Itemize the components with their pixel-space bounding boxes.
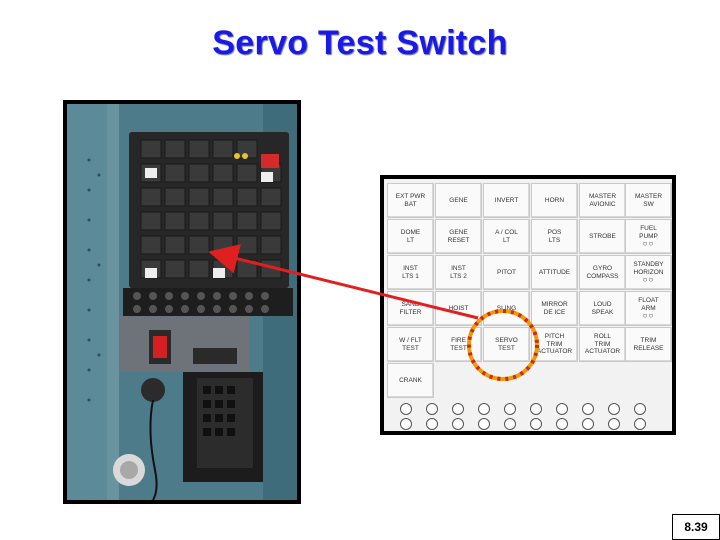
- indicator-light: [426, 418, 438, 430]
- indicator-light: [400, 403, 412, 415]
- switch-label: ATTITUDE: [538, 268, 571, 276]
- switch-a-col-lt[interactable]: A / COL LT: [483, 219, 530, 254]
- indicator-light: [634, 418, 646, 430]
- indicator-light: [504, 418, 516, 430]
- indicator-lights: ○○: [642, 275, 655, 284]
- switch-crank[interactable]: CRANK: [387, 363, 434, 398]
- switch-label: HOIST: [448, 304, 469, 312]
- switch-label: ROLL TRIM ACTUATOR: [584, 333, 621, 356]
- indicator-light: [504, 403, 516, 415]
- indicator-light: [426, 403, 438, 415]
- switch-inst-lts-1[interactable]: INST LTS 1: [387, 255, 434, 290]
- switch-panel-diagram: EXT PWR BAT GENE INVERT HORN MASTER AVIO…: [380, 175, 676, 435]
- switch-label: FIRE TEST: [450, 337, 467, 352]
- indicator-light: [478, 418, 490, 430]
- switch-label: A / COL LT: [495, 229, 518, 244]
- indicator-light: [608, 403, 620, 415]
- switch-attitude[interactable]: ATTITUDE: [531, 255, 578, 290]
- switch-label: FLOAT ARM: [638, 297, 659, 312]
- switch-label: INST LTS 1: [402, 265, 419, 280]
- indicator-light: [582, 418, 594, 430]
- indicator-light: [556, 418, 568, 430]
- switch-label: GENE RESET: [447, 229, 470, 244]
- switch-pos-lts[interactable]: POS LTS: [531, 219, 578, 254]
- switch-gene-reset[interactable]: GENE RESET: [435, 219, 482, 254]
- switch-label: MIRROR DE ICE: [541, 301, 568, 316]
- switch-strobe[interactable]: STROBE: [579, 219, 626, 254]
- switch-label: LOUD SPEAK: [591, 301, 614, 316]
- indicator-light: [530, 403, 542, 415]
- switch-fire-test[interactable]: FIRE TEST: [435, 327, 482, 362]
- indicator-lights: ○○: [642, 311, 655, 320]
- switch-label: GENE: [449, 196, 468, 204]
- switch-hoist[interactable]: HOIST: [435, 291, 482, 326]
- indicator-light: [556, 403, 568, 415]
- switch-label: STANDBY HORIZON: [633, 261, 664, 276]
- switch-master-avionic[interactable]: MASTER AVIONIC: [579, 183, 626, 218]
- switch-label: W / FLT TEST: [399, 337, 422, 352]
- switch-sling[interactable]: SLING: [483, 291, 530, 326]
- switch-label: GYRO COMPASS: [586, 265, 619, 280]
- switch-label: MASTER AVIONIC: [588, 193, 617, 208]
- switch-label: INST LTS 2: [450, 265, 467, 280]
- indicator-light: [452, 403, 464, 415]
- switch-label: INVERT: [494, 196, 519, 204]
- page-number: 8.39: [672, 514, 720, 540]
- switch-roll-trim-actuator[interactable]: ROLL TRIM ACTUATOR: [579, 327, 626, 362]
- indicator-light: [582, 403, 594, 415]
- switch-label: SERVO TEST: [495, 337, 518, 352]
- indicator-light: [530, 418, 542, 430]
- switch-float-arm[interactable]: FLOAT ARM○○: [625, 291, 672, 326]
- switch-horn[interactable]: HORN: [531, 183, 578, 218]
- switch-label: PITOT: [496, 268, 517, 276]
- indicator-light: [478, 403, 490, 415]
- switch-fuel-pump[interactable]: FUEL PUMP○○: [625, 219, 672, 254]
- switch-gene[interactable]: GENE: [435, 183, 482, 218]
- switch-standby-horizon[interactable]: STANDBY HORIZON○○: [625, 255, 672, 290]
- slide-title: Servo Test Switch: [212, 24, 508, 62]
- cockpit-photo: [63, 100, 301, 504]
- indicator-light: [400, 418, 412, 430]
- switch-label: SLING: [496, 304, 517, 312]
- switch-master-sw[interactable]: MASTER SW: [625, 183, 672, 218]
- switch-invert[interactable]: INVERT: [483, 183, 530, 218]
- switch-pitot[interactable]: PITOT: [483, 255, 530, 290]
- switch-label: DOME LT: [400, 229, 421, 244]
- switch-label: MASTER SW: [634, 193, 663, 208]
- switch-label: TRIM RELEASE: [633, 337, 664, 352]
- switch-label: PITCH TRIM ACTUATOR: [536, 333, 573, 356]
- indicator-light: [634, 403, 646, 415]
- switch-label: EXT PWR BAT: [395, 193, 426, 208]
- switch-trim-release[interactable]: TRIM RELEASE: [625, 327, 672, 362]
- switch-label: FUEL PUMP: [639, 225, 658, 240]
- switch-pitch-trim-actuator[interactable]: PITCH TRIM ACTUATOR: [531, 327, 578, 362]
- indicator-light: [608, 418, 620, 430]
- switch-w-flt-test[interactable]: W / FLT TEST: [387, 327, 434, 362]
- switch-label: HORN: [544, 196, 565, 204]
- switch-panel-face: EXT PWR BAT GENE INVERT HORN MASTER AVIO…: [384, 179, 672, 431]
- indicator-light: [452, 418, 464, 430]
- cockpit-photo-drawing: [67, 104, 297, 501]
- switch-servo-test[interactable]: SERVO TEST: [483, 327, 530, 362]
- switch-label: SAND FILTER: [399, 301, 422, 316]
- indicator-lights: ○○: [642, 239, 655, 248]
- switch-gyro-compass[interactable]: GYRO COMPASS: [579, 255, 626, 290]
- switch-mirror-de-ice[interactable]: MIRROR DE ICE: [531, 291, 578, 326]
- switch-label: CRANK: [399, 376, 422, 384]
- switch-label: STROBE: [589, 232, 616, 240]
- switch-loud-speak[interactable]: LOUD SPEAK: [579, 291, 626, 326]
- switch-ext-pwr-bat[interactable]: EXT PWR BAT: [387, 183, 434, 218]
- switch-dome-lt[interactable]: DOME LT: [387, 219, 434, 254]
- switch-sand-filter[interactable]: SAND FILTER: [387, 291, 434, 326]
- switch-inst-lts-2[interactable]: INST LTS 2: [435, 255, 482, 290]
- switch-label: POS LTS: [547, 229, 562, 244]
